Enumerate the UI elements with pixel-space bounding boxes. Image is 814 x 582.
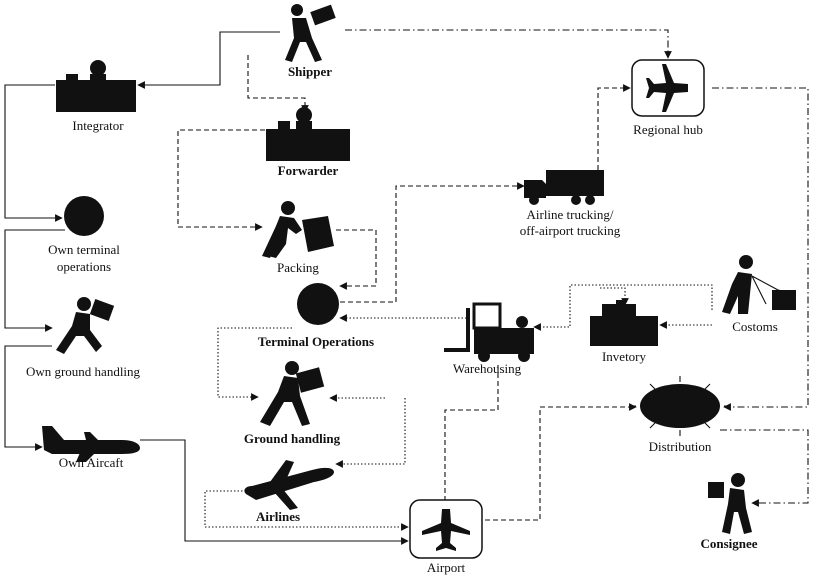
shipper-icon — [285, 4, 336, 62]
edge-integrator-own-terminal — [4, 84, 63, 222]
invetory-icon — [590, 300, 658, 346]
consignee-icon — [708, 473, 752, 534]
airport-icon — [409, 499, 483, 559]
edge-own-terminal-ground — [4, 229, 65, 332]
edge-airlines-airport — [204, 490, 409, 531]
own-terminal-icon — [64, 196, 104, 236]
label-distribution: Distribution — [649, 439, 712, 454]
ground-handling-icon — [260, 361, 325, 426]
edge-warehousing-distribution — [444, 365, 637, 521]
label-shipper: Shipper — [288, 64, 332, 79]
label-own-ground-handling: Own ground handling — [26, 364, 141, 379]
label-forwarder: Forwarder — [278, 163, 339, 178]
edge-invetory-warehousing — [533, 284, 713, 331]
edge-shipper-integrator — [137, 31, 280, 89]
edge-terminal-ground — [217, 327, 292, 401]
edge-own-ground-aircraft — [4, 345, 52, 451]
packing-icon — [262, 201, 334, 258]
integrator-icon — [56, 60, 136, 112]
forwarder-icon — [266, 107, 350, 161]
label-terminal-operations: Terminal Operations — [258, 334, 374, 349]
label-invetory: Invetory — [602, 349, 647, 364]
connectors — [4, 29, 809, 545]
edge-ground-airlines — [335, 398, 406, 468]
labels: Shipper Integrator Forwarder Regional hu… — [26, 64, 778, 575]
edge-distribution-consignee — [720, 429, 809, 507]
own-aircraft-icon — [42, 426, 140, 462]
label-own-aircraft: Own Aircaft — [59, 455, 124, 470]
label-regional-hub: Regional hub — [633, 122, 703, 137]
edge-hub-distribution — [712, 87, 809, 411]
label-warehousing: Warehousing — [453, 361, 522, 376]
label-ground-handling: Ground handling — [244, 431, 341, 446]
distribution-icon — [630, 376, 730, 436]
edge-shipper-hub — [345, 29, 672, 59]
costoms-icon — [722, 255, 797, 314]
label-packing: Packing — [277, 260, 319, 275]
edge-forwarder-packing — [177, 129, 265, 231]
label-airline-trucking-1: Airline trucking/ — [526, 207, 613, 222]
edge-trucking-hub — [597, 84, 631, 170]
label-consignee: Consignee — [700, 536, 757, 551]
edge-to-invetory — [600, 287, 629, 306]
edge-terminal-trucking — [340, 182, 525, 303]
forklift-icon — [444, 302, 534, 362]
label-integrator: Integrator — [72, 118, 124, 133]
edge-packing-terminal — [336, 229, 377, 290]
edge-shipper-forwarder — [247, 55, 309, 113]
label-airlines: Airlines — [256, 509, 300, 524]
label-costoms: Costoms — [732, 319, 778, 334]
label-airport: Airport — [427, 560, 466, 575]
regional-hub-icon — [631, 59, 705, 117]
airlines-icon — [244, 460, 334, 510]
label-own-terminal-1: Own terminal — [48, 242, 120, 257]
edge-own-aircraft-airport — [140, 439, 409, 545]
label-own-terminal-2: operations — [57, 259, 111, 274]
terminal-operations-icon — [297, 283, 339, 325]
label-airline-trucking-2: off-airport trucking — [520, 223, 621, 238]
own-ground-handling-icon — [56, 297, 115, 354]
truck-icon — [524, 170, 604, 205]
